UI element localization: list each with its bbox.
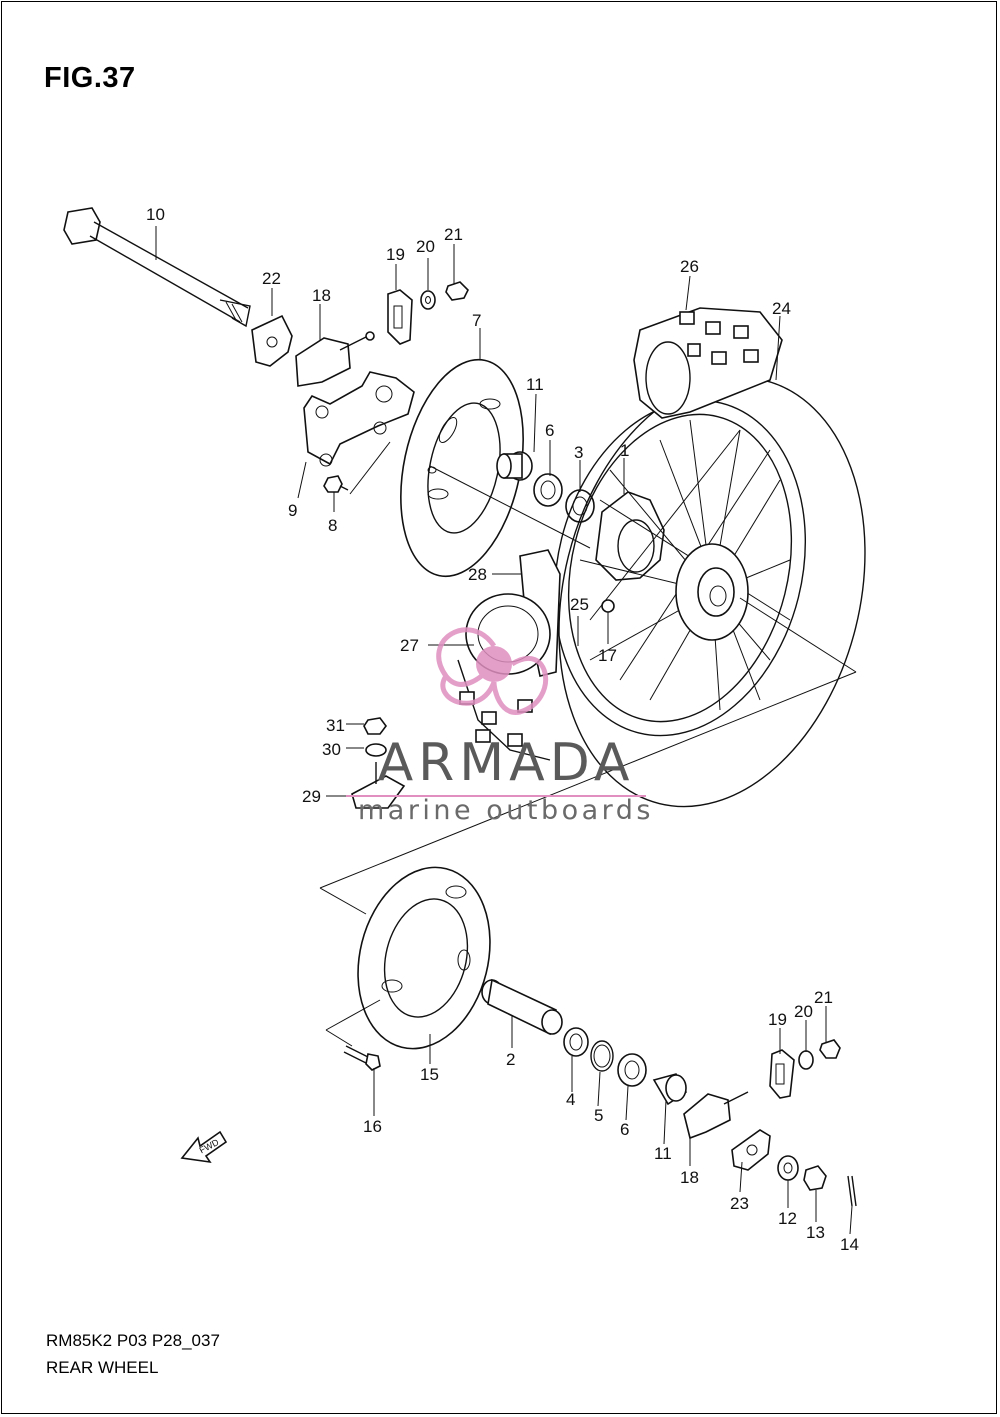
callout-20: 20 — [416, 237, 435, 256]
washer-lower — [798, 1050, 814, 1070]
callout-2: 2 — [506, 1050, 515, 1069]
callout-15: 15 — [420, 1065, 439, 1084]
chain-adjuster-left — [295, 331, 375, 387]
callout-30: 30 — [322, 740, 341, 759]
bearing-right — [565, 489, 595, 523]
watermark-brand: ARMADA — [377, 733, 635, 793]
callout-9: 9 — [288, 501, 297, 520]
callout-21: 21 — [444, 225, 463, 244]
callout-7: 7 — [472, 311, 481, 330]
callout-11-lower: 11 — [654, 1144, 672, 1163]
axle-washer — [777, 1155, 799, 1181]
figure-caption: REAR WHEEL — [46, 1358, 159, 1377]
callout-19: 19 — [386, 245, 405, 264]
axle-part — [63, 207, 251, 328]
callout-22: 22 — [262, 269, 281, 288]
spoke-nipple — [601, 599, 615, 613]
caliper-bolt — [323, 475, 349, 493]
callout-18-lower: 18 — [680, 1168, 699, 1187]
sprocket-bolt — [343, 1045, 381, 1071]
cotter-pin — [847, 1175, 857, 1207]
callout-19-lower: 19 — [768, 1010, 787, 1029]
callout-5: 5 — [594, 1106, 603, 1125]
callout-27: 27 — [400, 636, 419, 655]
model-code: RM85K2 P03 P28_037 — [46, 1331, 220, 1350]
nut-top — [445, 281, 469, 301]
callout-17: 17 — [598, 646, 617, 665]
callout-29: 29 — [302, 787, 321, 806]
watermark-subtitle: marine outboards — [357, 795, 654, 826]
washer-top — [420, 290, 436, 310]
rim-lock-nut — [363, 717, 387, 735]
leader-lines — [155, 226, 853, 1235]
callout-16: 16 — [363, 1117, 382, 1136]
callout-12: 12 — [778, 1209, 797, 1228]
callout-4: 4 — [566, 1090, 575, 1109]
nut-lower — [819, 1039, 841, 1059]
callout-13: 13 — [806, 1223, 825, 1242]
callout-14: 14 — [840, 1235, 859, 1254]
fwd-arrow-icon: FWD — [180, 1130, 228, 1164]
callout-26: 26 — [680, 257, 699, 276]
callout-6-lower: 6 — [620, 1120, 629, 1139]
watermark-logo-icon — [436, 627, 549, 715]
axle-nut — [803, 1165, 827, 1191]
bearing-lower — [617, 1053, 647, 1087]
chain-adjuster-plate-left — [251, 314, 293, 367]
spacer-left — [496, 451, 533, 481]
swingarm-end — [303, 371, 415, 467]
chain-guide-pad-top — [387, 289, 413, 345]
rear-wheel — [553, 376, 866, 808]
callout-1: 1 — [620, 441, 629, 460]
hub-spacer — [481, 978, 563, 1036]
tire-section-bottom — [457, 659, 551, 761]
rear-sprocket — [357, 866, 491, 1050]
watermark-divider — [346, 795, 646, 797]
callout-11: 11 — [526, 375, 544, 394]
callout-6: 6 — [545, 421, 554, 440]
chain-adjuster-right — [683, 1091, 749, 1140]
callout-3: 3 — [574, 443, 583, 462]
needle-bearing — [563, 1027, 589, 1057]
spacer-lower — [652, 1073, 688, 1106]
rim-lock-washer — [365, 743, 387, 757]
callout-28: 28 — [468, 565, 487, 584]
bearing-left — [533, 473, 563, 507]
watermark: ARMADA marine outboards — [346, 735, 666, 826]
tire-section-top — [633, 307, 783, 419]
callout-8: 8 — [328, 516, 337, 535]
figure-title: FIG.37 — [44, 62, 136, 94]
callout-10: 10 — [146, 205, 165, 224]
callout-31: 31 — [326, 716, 345, 735]
chain-guide-pad-lower — [769, 1049, 795, 1099]
callout-20-lower: 20 — [794, 1002, 813, 1021]
callout-23: 23 — [730, 1194, 749, 1213]
callout-18: 18 — [312, 286, 331, 305]
callout-25: 25 — [570, 595, 589, 614]
rim-lock — [351, 762, 406, 809]
callout-21-lower: 21 — [814, 988, 833, 1007]
circlip — [590, 1040, 614, 1072]
callout-24: 24 — [772, 299, 791, 318]
chain-adjuster-plate-right — [731, 1129, 771, 1171]
assembly-guide-lines — [319, 441, 857, 915]
